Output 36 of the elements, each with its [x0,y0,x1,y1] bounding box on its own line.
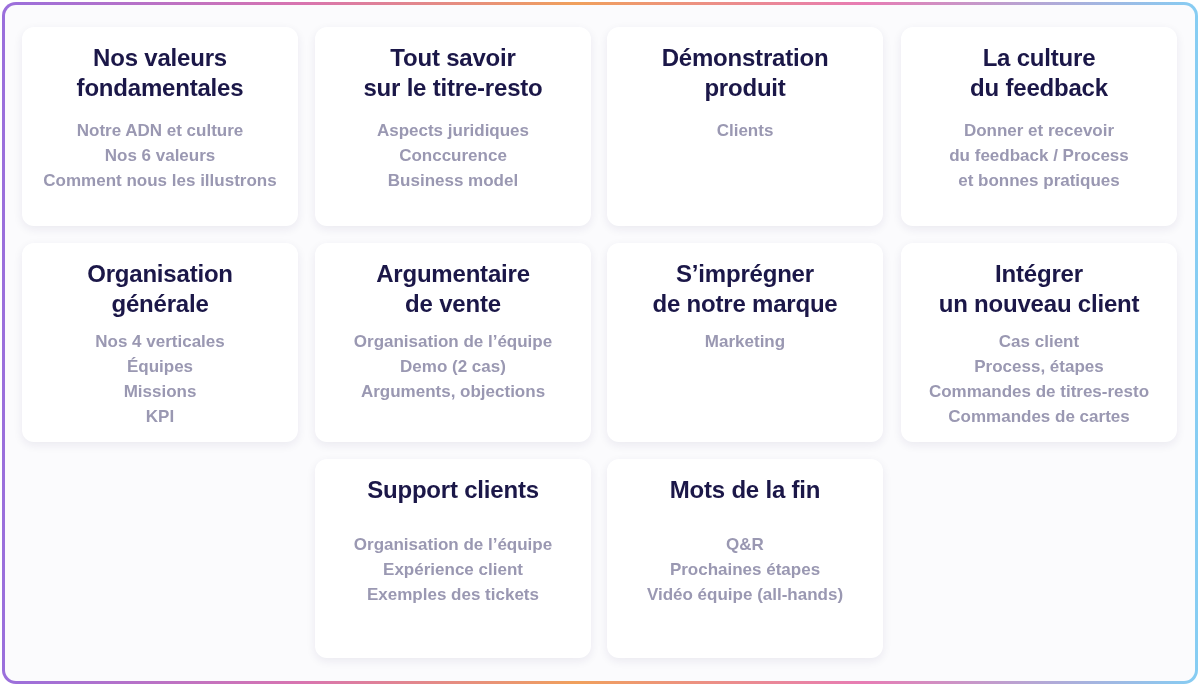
topic-item: Q&R [726,534,764,556]
topic-item: Demo (2 cas) [400,356,506,378]
card-title: Organisation générale [87,259,233,319]
topic-item: Organisation de l’équipe [353,331,553,353]
card-title: La culture du feedback [970,43,1108,103]
topic-item: KPI [145,406,175,428]
card-title: Nos valeurs fondamentales [76,43,244,103]
card-title: S’imprégner de notre marque [652,259,838,319]
topic-item: Conccurence [399,145,507,167]
card-title: Argumentaire de vente [376,259,530,319]
topic-item: Missions [123,381,197,403]
topic-item: Nos 4 verticales [95,331,225,353]
topic-item: Commandes de cartes [948,406,1130,428]
topic-item: Prochaines étapes [669,559,821,581]
card-title: Mots de la fin [669,475,821,505]
topic-item: Aspects juridiques [376,120,530,142]
topic-item: Notre ADN et culture [76,120,244,142]
card-title: Intégrer un nouveau client [938,259,1140,319]
topic-item: Comment nous les illustrons [43,170,277,192]
topic-item: Process, étapes [974,356,1104,378]
topic-item: Exemples des tickets [367,584,539,606]
topic-item: Business model [387,170,519,192]
topic-item: Expérience client [383,559,523,581]
card-title: Support clients [367,475,539,505]
topic-item: Organisation de l’équipe [353,534,553,556]
topic-item: Vidéo équipe (all-hands) [646,584,844,606]
topic-item: Clients [716,120,774,142]
card-title: Tout savoir sur le titre-resto [363,43,543,103]
topic-item: Donner et recevoir du feedback / Process et bonnes pratiques [949,120,1129,192]
card-title: Démonstration produit [661,43,829,103]
topic-item: Équipes [126,356,194,378]
topic-item: Nos 6 valeurs [104,145,216,167]
topic-item: Cas client [998,331,1080,353]
topic-item: Commandes de titres-resto [928,381,1150,403]
topic-item: Marketing [704,331,786,353]
topic-item: Arguments, objections [360,381,546,403]
